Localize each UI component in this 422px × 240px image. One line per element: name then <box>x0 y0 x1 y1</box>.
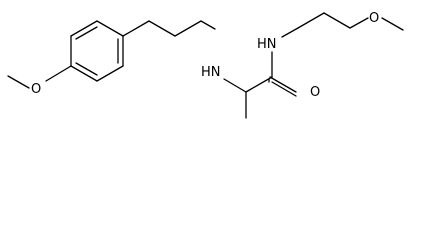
ch2-ch2-chain-bond <box>297 12 325 29</box>
ring-bond-2 <box>70 20 98 37</box>
nh-ch2-bond <box>281 27 299 38</box>
o-aryl-bond <box>45 65 72 82</box>
ch2-ch2-bond <box>148 20 176 37</box>
ring-bond-3 <box>96 20 124 37</box>
ch2-ch2-bond-2 <box>174 20 202 37</box>
amine-nitrogen-label: HN <box>201 65 221 80</box>
carbonyl-oxygen-label: O <box>310 85 320 100</box>
ring-double-bond-inner-1 <box>75 26 98 40</box>
ring-bond-6 <box>70 65 98 82</box>
methyl-o-bond <box>7 75 30 89</box>
ether-oxygen-label: O <box>369 11 379 26</box>
aryl-ch2-bond <box>122 20 150 37</box>
ch2-o-bond <box>349 17 369 29</box>
nh-alpha-carbon-bond <box>223 78 247 93</box>
carbonyl-bond-down-a <box>269 76 297 93</box>
carbonyl-bond-down-b <box>271 81 297 97</box>
ch2-chain-bond-2 <box>323 12 351 29</box>
alpha-carbon-carbonyl-bond <box>245 76 273 93</box>
methoxy-oxygen-label: O <box>31 82 41 97</box>
ring-bond-5 <box>96 65 124 82</box>
amide-nitrogen-label: HN <box>257 37 277 52</box>
o-methyl-bond <box>381 17 404 31</box>
ring-double-bond-inner-3 <box>75 62 98 76</box>
chemical-structure-diagram: O HN HN O O <box>7 11 404 119</box>
ch2-nh-bond <box>200 20 216 30</box>
